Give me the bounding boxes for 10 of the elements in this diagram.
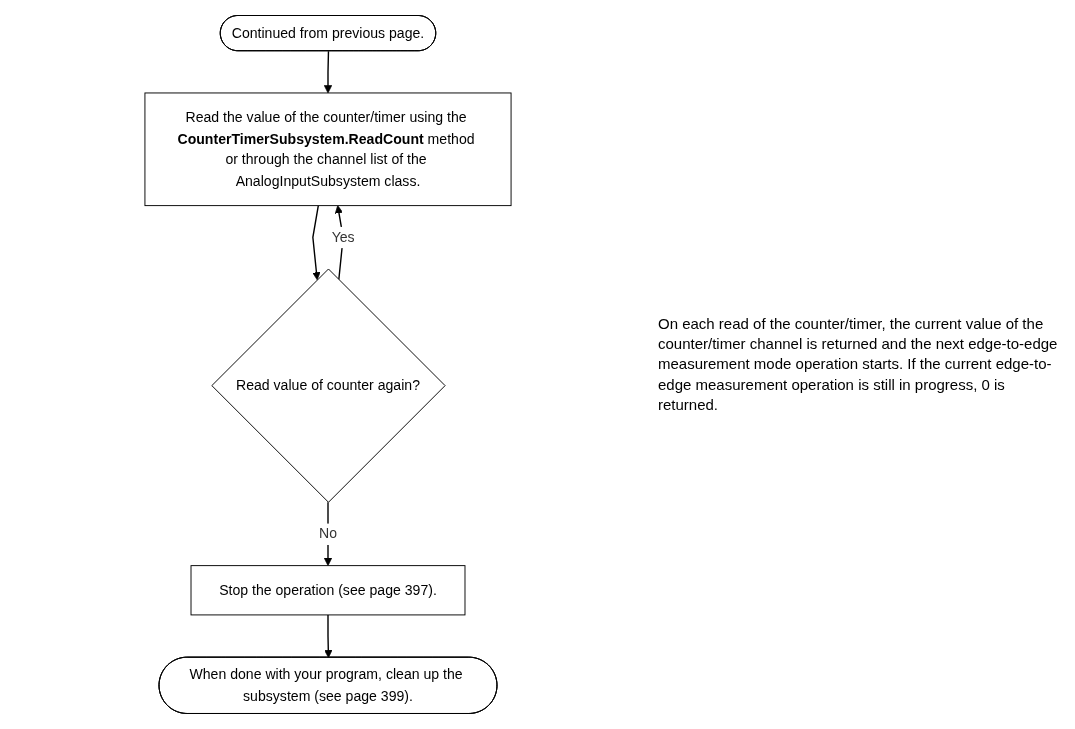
edge-label: No	[318, 525, 338, 542]
arrow	[334, 205, 344, 281]
note-text: On each read of the counter/timer, the current value of the counter/timer channel is returned and the next edge-to-edge measurement mode operation starts. If the current edge-to-edge measurement operation is still in progress, 0 is returned.	[658, 313, 1059, 415]
edge-label: Yes	[331, 228, 355, 245]
arrow	[324, 614, 333, 658]
arrow	[323, 50, 333, 94]
node-box: Read the value of the counter/timer using the CounterTimerSubsystem.ReadCount method or through the channel list of the AnalogInputSubsystem class.	[144, 92, 512, 207]
node-diamond: Read value of counter again?	[211, 268, 446, 503]
node-box: Stop the operation (see page 397).	[190, 565, 466, 616]
arrow	[312, 204, 321, 281]
